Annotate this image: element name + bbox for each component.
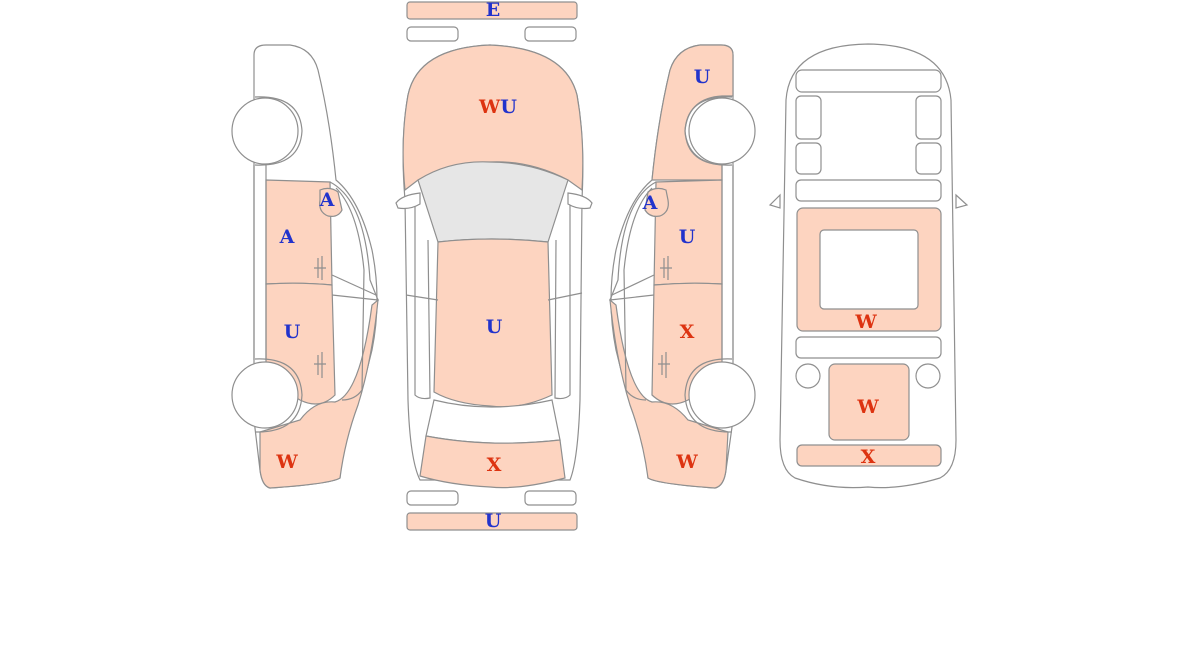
top-hood-code-2: U	[500, 96, 517, 118]
top-front-bumper-code: E	[486, 0, 500, 21]
top-rear-bumper-code: U	[485, 510, 502, 532]
top-rear-light-left	[406, 490, 459, 506]
rear-window	[819, 229, 919, 310]
right-rear-quarter-code: W	[675, 451, 698, 473]
top-trunk-code: X	[487, 454, 502, 476]
top-hood-code: WU	[478, 96, 517, 118]
top-hood-code-1: W	[478, 96, 501, 118]
left-rear-quarter-code: W	[275, 451, 298, 473]
rear-license-code: W	[856, 396, 879, 418]
right-rear-wheel	[688, 361, 756, 429]
right-rear-door-code: X	[680, 321, 695, 343]
right-side-view	[609, 44, 756, 489]
top-roof-panel[interactable]	[433, 238, 553, 408]
top-view	[395, 1, 593, 531]
right-front-fender-code: U	[694, 66, 711, 88]
rear-view	[768, 43, 969, 489]
right-rear-quarter-panel[interactable]	[609, 298, 729, 489]
left-rear-wheel	[231, 361, 299, 429]
top-front-bumper-strip[interactable]	[406, 1, 578, 20]
top-rear-light-right	[524, 490, 577, 506]
rear-license-panel[interactable]	[828, 363, 910, 441]
left-rear-quarter-panel[interactable]	[259, 298, 379, 489]
left-mirror-panel[interactable]	[319, 187, 343, 217]
top-windshield	[417, 161, 569, 243]
rear-tailgate-code: W	[854, 311, 877, 333]
right-front-wheel	[688, 97, 756, 165]
left-front-door-mirror-code: A	[319, 189, 335, 211]
left-rear-door-code: U	[284, 321, 301, 343]
right-front-door-mirror-code: A	[642, 192, 658, 214]
top-roof-code: U	[486, 316, 503, 338]
top-trunk-panel[interactable]	[419, 435, 566, 489]
left-front-door-code: A	[279, 226, 295, 248]
right-front-door-code: U	[679, 226, 696, 248]
right-mirror-panel[interactable]	[644, 187, 669, 217]
rear-bumper-panel[interactable]	[796, 444, 942, 467]
top-front-light-left	[406, 26, 459, 42]
rear-bumper-code: X	[861, 446, 876, 468]
left-front-wheel	[231, 97, 299, 165]
left-side-view	[231, 44, 379, 489]
top-front-light-right	[524, 26, 577, 42]
top-rear-bumper-strip[interactable]	[406, 512, 578, 531]
